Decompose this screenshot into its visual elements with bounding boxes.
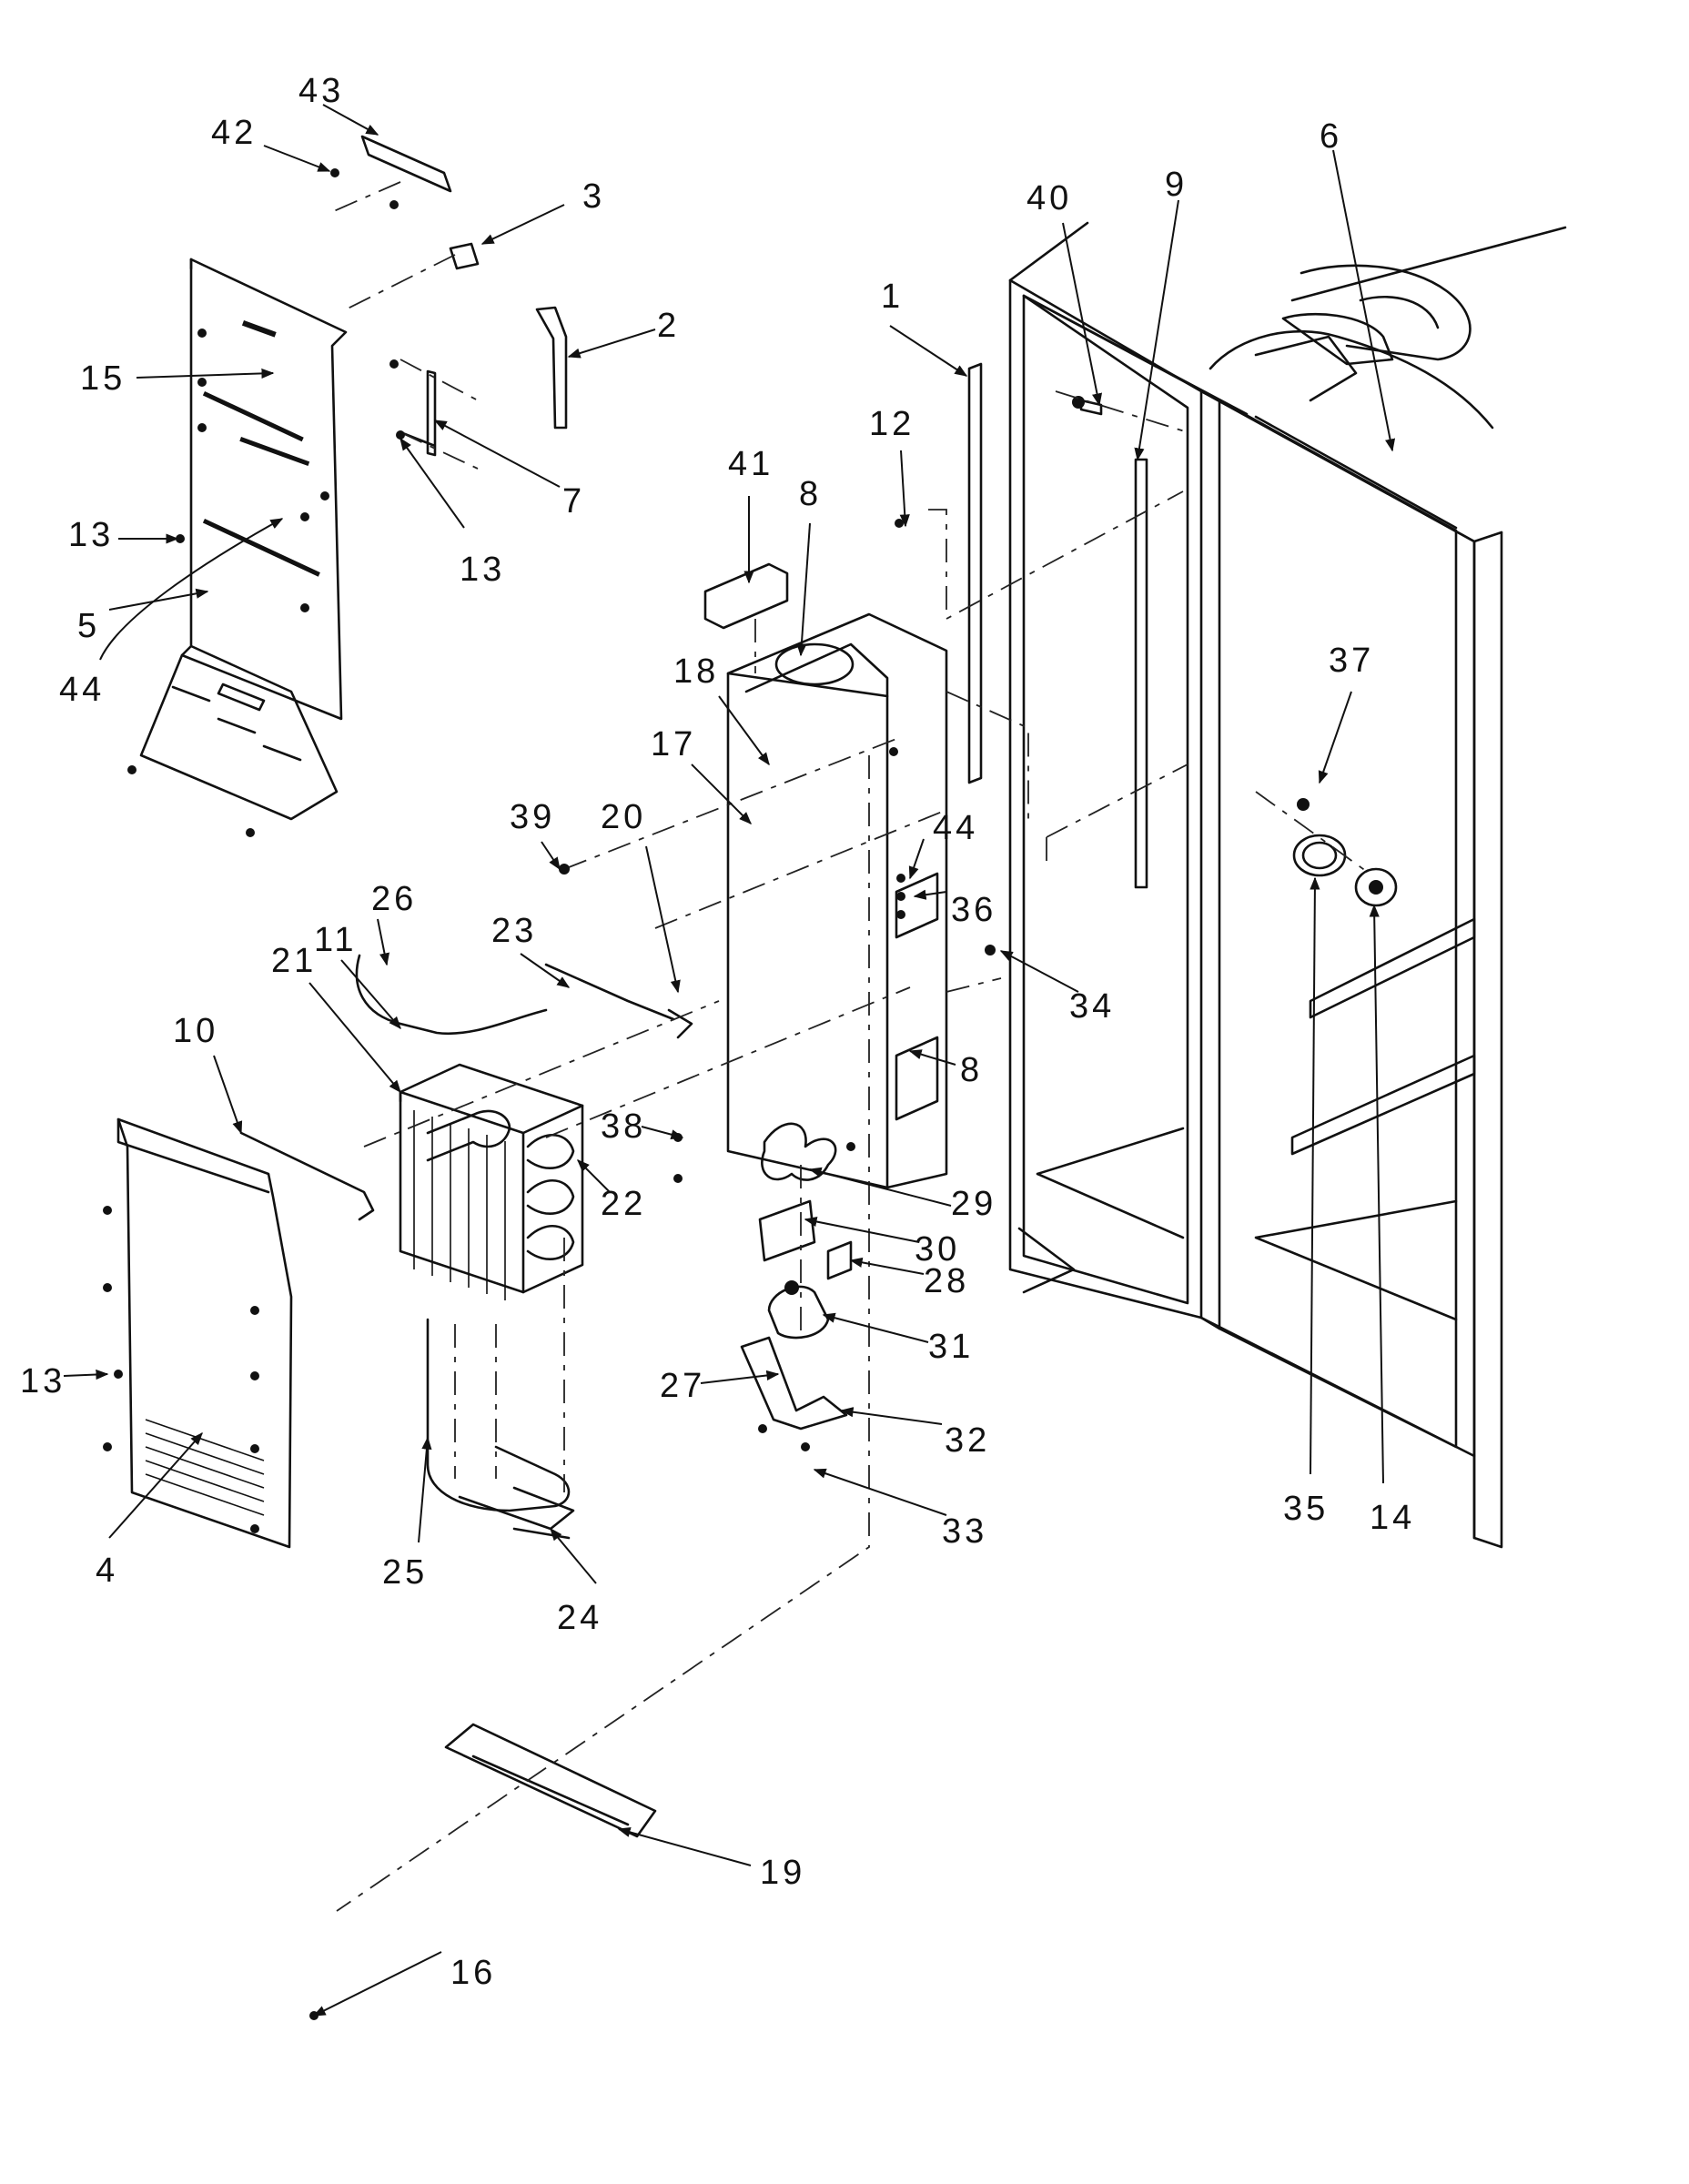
callout-32: 32 <box>945 1421 990 1460</box>
rear-panel-4 <box>116 1117 293 1549</box>
callout-18: 18 <box>673 652 719 691</box>
callout-3: 3 <box>582 177 605 216</box>
callout-40: 40 <box>1027 179 1072 217</box>
heater-10 <box>239 1131 375 1221</box>
callout-1: 1 <box>881 278 904 316</box>
bracket-32 <box>740 1336 848 1431</box>
callout-8b: 8 <box>960 1051 983 1089</box>
callout-2: 2 <box>657 307 680 345</box>
evaporator-coil <box>399 1063 584 1300</box>
callout-13a: 13 <box>68 516 114 554</box>
callout-34: 34 <box>1069 987 1115 1026</box>
callout-36: 36 <box>951 891 996 929</box>
wire-harness-23 <box>544 963 693 1039</box>
callout-42: 42 <box>211 114 257 152</box>
callout-5: 5 <box>77 607 100 645</box>
callout-6: 6 <box>1320 117 1342 156</box>
callout-25: 25 <box>382 1553 428 1592</box>
callout-35: 35 <box>1283 1490 1329 1528</box>
callout-19: 19 <box>760 1854 805 1892</box>
tube-26 <box>355 954 548 1036</box>
callout-29: 29 <box>951 1185 996 1223</box>
callout-13b: 13 <box>460 551 505 589</box>
callout-30: 30 <box>915 1230 960 1269</box>
refrigerator-cabinet <box>967 221 1567 1549</box>
callout-20: 20 <box>601 798 646 836</box>
screws <box>103 168 1310 2020</box>
callout-43: 43 <box>298 72 344 110</box>
drain-pan-19 <box>444 1723 657 1838</box>
evaporator-cover-panel <box>139 258 348 821</box>
callout-22: 22 <box>601 1185 646 1223</box>
callout-16: 16 <box>450 1954 496 1992</box>
callout-26: 26 <box>371 880 417 918</box>
callout-17: 17 <box>651 725 696 763</box>
bracket-7 <box>399 369 437 457</box>
callout-labels: 43 42 3 2 15 7 13 13 5 44 1 40 9 6 12 41… <box>20 72 1415 1992</box>
callout-14: 14 <box>1370 1499 1415 1537</box>
callout-15: 15 <box>80 359 126 398</box>
drain-trough-24 <box>458 1486 575 1540</box>
callout-23: 23 <box>491 912 537 950</box>
callout-27: 27 <box>660 1367 705 1405</box>
callout-13c: 13 <box>20 1362 66 1400</box>
callout-8a: 8 <box>799 475 822 513</box>
bracket-43 <box>360 135 452 193</box>
callout-4: 4 <box>96 1552 118 1590</box>
callout-44b: 44 <box>933 809 978 847</box>
callout-7: 7 <box>562 482 585 521</box>
clip-28 <box>826 1240 853 1280</box>
fan-motor-31 <box>767 1280 830 1340</box>
heater-25 <box>426 1318 571 1512</box>
callout-12: 12 <box>869 405 915 443</box>
callout-41: 41 <box>728 445 774 483</box>
block-41 <box>703 562 789 630</box>
callout-9: 9 <box>1165 166 1188 204</box>
callout-28: 28 <box>924 1262 969 1300</box>
callout-39: 39 <box>510 798 555 836</box>
callout-31: 31 <box>928 1328 974 1366</box>
bracket-30 <box>758 1199 816 1262</box>
callout-37: 37 <box>1329 642 1374 680</box>
fan-blade-29 <box>761 1122 837 1181</box>
callout-21: 21 <box>271 942 317 980</box>
callout-11: 11 <box>314 921 357 959</box>
block-3 <box>449 242 480 270</box>
leader-lines <box>63 104 1396 2017</box>
assembly-centerlines <box>327 181 1370 1912</box>
fan-shroud-assembly <box>726 612 948 1189</box>
callout-10: 10 <box>173 1012 218 1050</box>
strip-2 <box>535 306 568 430</box>
callout-24: 24 <box>557 1599 602 1637</box>
callout-44a: 44 <box>59 671 105 709</box>
callout-38: 38 <box>601 1107 646 1146</box>
callout-33: 33 <box>942 1512 987 1551</box>
